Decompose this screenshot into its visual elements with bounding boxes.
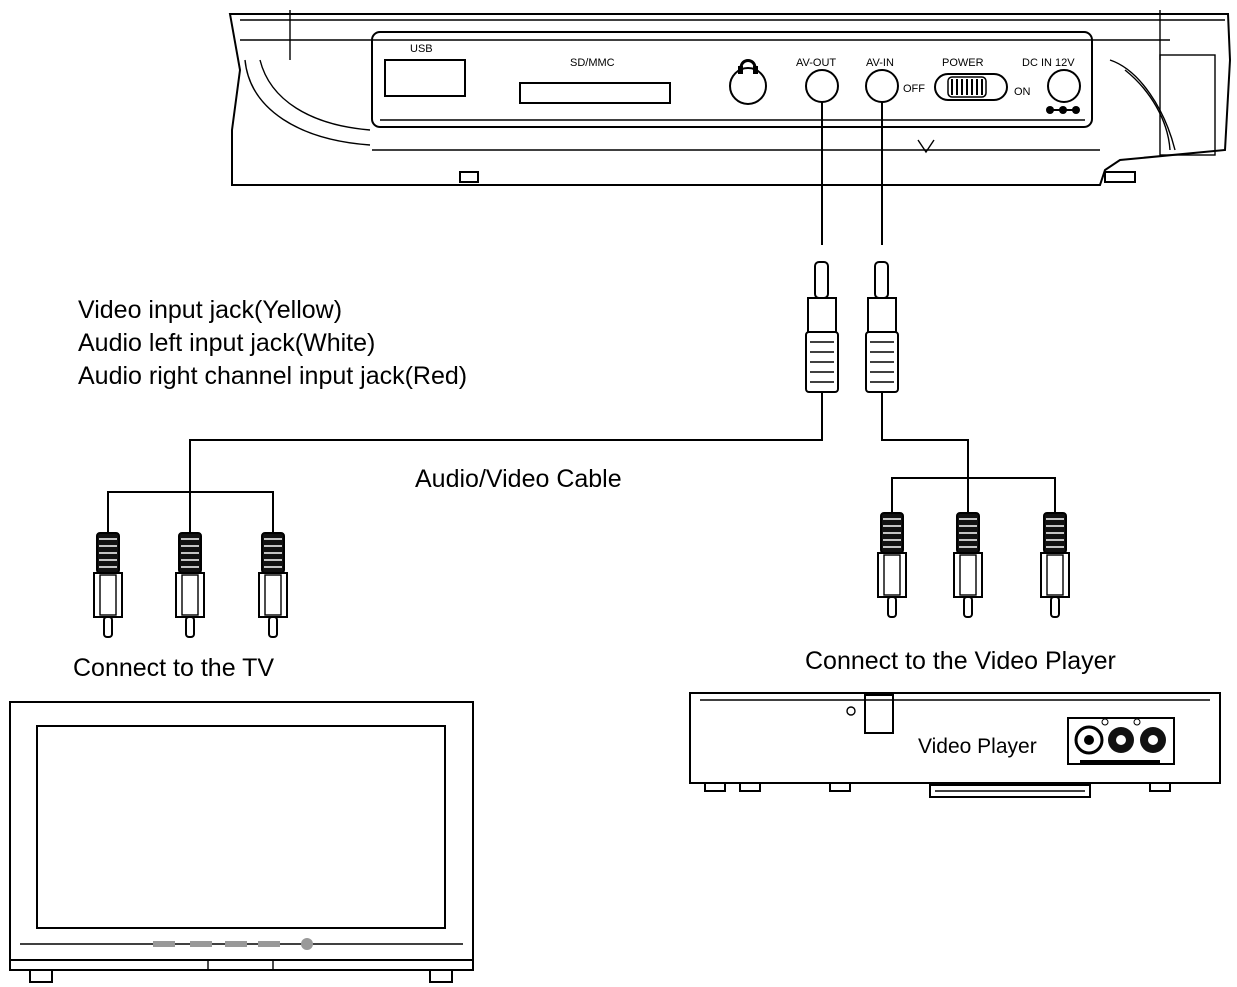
usb-port [384, 59, 466, 97]
av-out-jack [805, 69, 839, 103]
sdmmc-slot [519, 82, 671, 104]
video-player-caption: Connect to the Video Player [805, 647, 1116, 675]
video-jack-text: Video input jack(Yellow) [78, 296, 342, 324]
dc-polarity-icon [1046, 106, 1080, 114]
dc-in-jack [1047, 69, 1081, 103]
video-player-icon: Video Player [689, 692, 1221, 798]
rca-plug-icon [93, 532, 123, 638]
cable-wires [107, 102, 1056, 535]
rca-plug-icon [877, 512, 907, 618]
rca-plug-icon [258, 532, 288, 638]
rca-plug-icon [953, 512, 983, 618]
usb-label: USB [410, 43, 433, 55]
dc-in-label: DC IN 12V [1022, 57, 1075, 69]
video-player-jacks [1067, 717, 1175, 765]
tv-plug-set [93, 532, 288, 638]
jack-description: Video input jack(Yellow) Audio left inpu… [78, 296, 467, 390]
video-player-plug-set [877, 512, 1070, 618]
headphone-icon [738, 59, 758, 74]
av-in-label: AV-IN [866, 57, 894, 69]
portable-player-side-panel: USB SD/MMC AV-OUT AV-IN OFF POWER [228, 10, 1232, 186]
av-out-label: AV-OUT [796, 57, 836, 69]
video-player-label: Video Player [918, 735, 1037, 758]
power-label: POWER [942, 57, 984, 69]
audio-right-jack-text: Audio right channel input jack(Red) [78, 362, 467, 390]
av-in-jack [865, 69, 899, 103]
tv-icon [9, 701, 474, 983]
power-off-label: OFF [903, 83, 925, 95]
sdmmc-label: SD/MMC [570, 57, 615, 69]
cable-label: Audio/Video Cable [415, 465, 622, 493]
rca-plug-icon [805, 261, 839, 393]
rca-plug-icon [175, 532, 205, 638]
power-on-label: ON [1014, 86, 1031, 98]
rca-plug-icon [865, 261, 899, 393]
headphone-jack [729, 67, 767, 105]
audio-left-jack-text: Audio left input jack(White) [78, 329, 375, 357]
rca-plug-icon [1040, 512, 1070, 618]
tv-caption: Connect to the TV [73, 654, 274, 682]
power-switch [934, 73, 1008, 101]
